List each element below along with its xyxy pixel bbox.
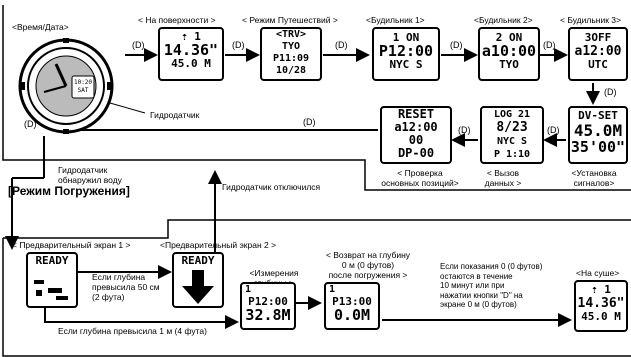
screen-line: P13:00 [332, 295, 372, 308]
screen-line: READY [181, 254, 215, 267]
watch-sub-time: 10:20 [73, 79, 93, 86]
screen-line: 45.0M [573, 121, 623, 140]
screen-travel: <TRV> TYO P11:09 10/28 [260, 27, 322, 81]
screen-line: 45.0 M [581, 310, 621, 323]
screen-line: 10/28 [275, 65, 307, 76]
label-check-positions: < Проверка основных позиций> [381, 168, 459, 188]
screen-return: 1 P13:00 0.0M [324, 282, 380, 330]
label-set-signals: <Установка сигналов> [571, 168, 617, 188]
screen-line: 45.0 M [171, 57, 211, 70]
label-pre1: < Предварительный экран 1 > [12, 240, 131, 250]
d-label: (D) [335, 40, 348, 50]
dive-mode-title: [Режим Погружения] [8, 184, 130, 198]
d-label: (D) [458, 125, 471, 135]
label-on-land: <На суше> [576, 268, 620, 278]
screen-surface: ⇡ 1 14.36" 45.0 M [158, 27, 224, 81]
d-label: (D) [232, 40, 245, 50]
label-hydro-sensor: Гидродатчик [150, 110, 200, 120]
label-surface: < На поверхности > [138, 15, 216, 25]
label-return: < Возврат на глубину 0 м (0 футов) после… [325, 250, 411, 280]
screen-line: a10:00 [481, 42, 537, 60]
screen-line: 1 [245, 284, 252, 295]
screen-line: UTC [588, 58, 608, 71]
d-label: (D) [24, 119, 37, 129]
label-recall: < Вызов данных > [484, 168, 522, 188]
screen-line: 1 [329, 284, 336, 295]
screen-measure: 1 P12:00 32.8M [240, 282, 296, 330]
screen-line: READY [35, 254, 69, 267]
screen-line: 3OFF [584, 31, 612, 44]
label-travel: < Режим Путешествий > [242, 15, 338, 25]
diver-icon [34, 280, 68, 300]
screen-line: 8/23 [496, 120, 528, 135]
screen-line: NYC S [389, 58, 423, 71]
screen-dv-set: DV-SET 45.0M 35'00" [568, 106, 628, 164]
d-label: (D) [543, 40, 556, 50]
screen-line: P12:00 [248, 295, 288, 308]
screen-line: ⇡ 1 [591, 283, 611, 296]
screen-line: P12:00 [378, 42, 434, 60]
label-depth-1m: Если глубина превысила 1 м (4 фута) [58, 326, 207, 336]
label-time-date: <Время/Дата> [12, 22, 69, 32]
screen-on-land: ⇡ 1 14.36" 45.0 M [574, 280, 628, 332]
d-label: (D) [132, 40, 145, 50]
screen-pre1: READY [26, 252, 78, 308]
screen-pre2: READY [172, 252, 224, 308]
screen-log: LOG 21 8/23 NYC S P 1:10 [480, 106, 544, 164]
watch-illustration [18, 38, 114, 134]
d-label: (D) [303, 117, 316, 127]
screen-line: NYC S [496, 136, 528, 147]
d-label: (D) [604, 87, 617, 97]
label-alarm2: <Будильник 2> [474, 15, 533, 25]
d-label: (D) [450, 40, 463, 50]
screen-line: 00 [408, 133, 424, 147]
screen-line: 1 ON [392, 31, 420, 44]
label-pre2: <Предварительный экран 2 > [160, 240, 277, 250]
screen-alarm1: 1 ON P12:00 NYC S [372, 27, 440, 81]
screen-line: TYO [499, 58, 519, 71]
screen-line: DV-SET [578, 109, 618, 122]
screen-line: ⇡ 1 [181, 30, 201, 43]
screen-line: 14.36" [577, 296, 625, 311]
label-alarm3: < Будильник 3> [560, 15, 621, 25]
label-alarm1: <Будильник 1> [366, 15, 425, 25]
screen-line: 32.8M [245, 306, 291, 324]
label-water-detected: Гидродатчик обнаружил воду [58, 165, 122, 185]
screen-line: a12:00 [394, 120, 438, 134]
label-zero-timeout: Если показания 0 (0 футов) остаются в те… [440, 262, 543, 309]
screen-line: a12:00 [574, 44, 622, 59]
screen-line: 2 ON [495, 31, 523, 44]
screen-line: DP-00 [397, 146, 435, 160]
screen-line: 14.36" [163, 41, 219, 59]
screen-line: <TRV> [275, 29, 307, 40]
watch-sub-day: SAT [77, 87, 89, 94]
down-arrow-icon [182, 270, 214, 304]
screen-line: TYO [281, 41, 301, 52]
screen-line: 0.0M [333, 306, 371, 324]
d-label: (D) [547, 125, 560, 135]
screen-alarm3: 3OFF a12:00 UTC [568, 27, 628, 81]
screen-reset: RESET a12:00 00 DP-00 [380, 106, 452, 164]
label-depth-50cm: Если глубина превысила 50 см (2 фута) [92, 272, 160, 302]
label-sensor-disabled: Гидродатчик отключился [222, 182, 321, 192]
screen-line: 35'00" [570, 138, 626, 156]
screen-line: P 1:10 [493, 149, 531, 160]
screen-line: P11:09 [272, 53, 310, 64]
watch-face: 10:20 SAT [16, 36, 116, 136]
screen-line: RESET [397, 107, 435, 121]
screen-alarm2: 2 ON a10:00 TYO [478, 27, 540, 81]
screen-line: LOG 21 [493, 109, 531, 120]
